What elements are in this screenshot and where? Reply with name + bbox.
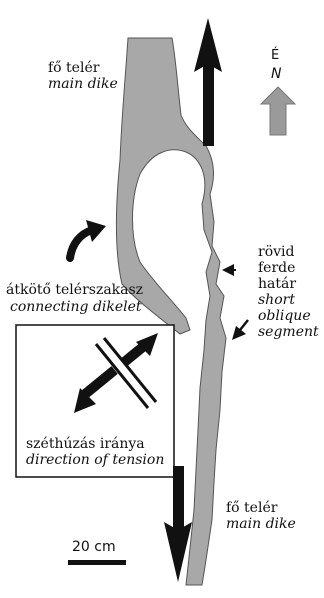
segment-label-en-1: short <box>258 292 295 308</box>
curved-arrow-icon <box>70 220 106 258</box>
pointer-arrow-diag-icon <box>232 320 248 340</box>
north-arrow-icon <box>261 87 295 135</box>
north-label-hu: É <box>271 48 279 64</box>
segment-label-hu-1: rövid <box>258 244 294 260</box>
segment-label-en-2: oblique <box>258 308 311 324</box>
segment-label-en-3: segment <box>258 324 319 340</box>
scale-bar <box>68 560 126 565</box>
main-dike-top-label-en: main dike <box>48 76 118 92</box>
dikelet-label-en: connecting dikelet <box>10 299 142 315</box>
main-dike-top-label-hu: fő telér <box>48 60 99 76</box>
main-dike-bottom-label-en: main dike <box>226 516 296 532</box>
scale-label: 20 cm <box>72 539 116 555</box>
pointer-arrow-left-icon <box>222 264 236 276</box>
main-dike-bottom-label-hu: fő telér <box>226 500 277 516</box>
segment-label-hu-3: határ <box>258 276 296 292</box>
segment-label-hu-2: ferde <box>258 260 295 276</box>
north-label-en: N <box>271 66 281 82</box>
dikelet-label-hu: átkötő telérszakasz <box>6 282 143 298</box>
tension-label-en: direction of tension <box>26 452 164 468</box>
arrow-up-icon <box>194 18 222 146</box>
tension-label-hu: széthúzás iránya <box>26 436 145 452</box>
